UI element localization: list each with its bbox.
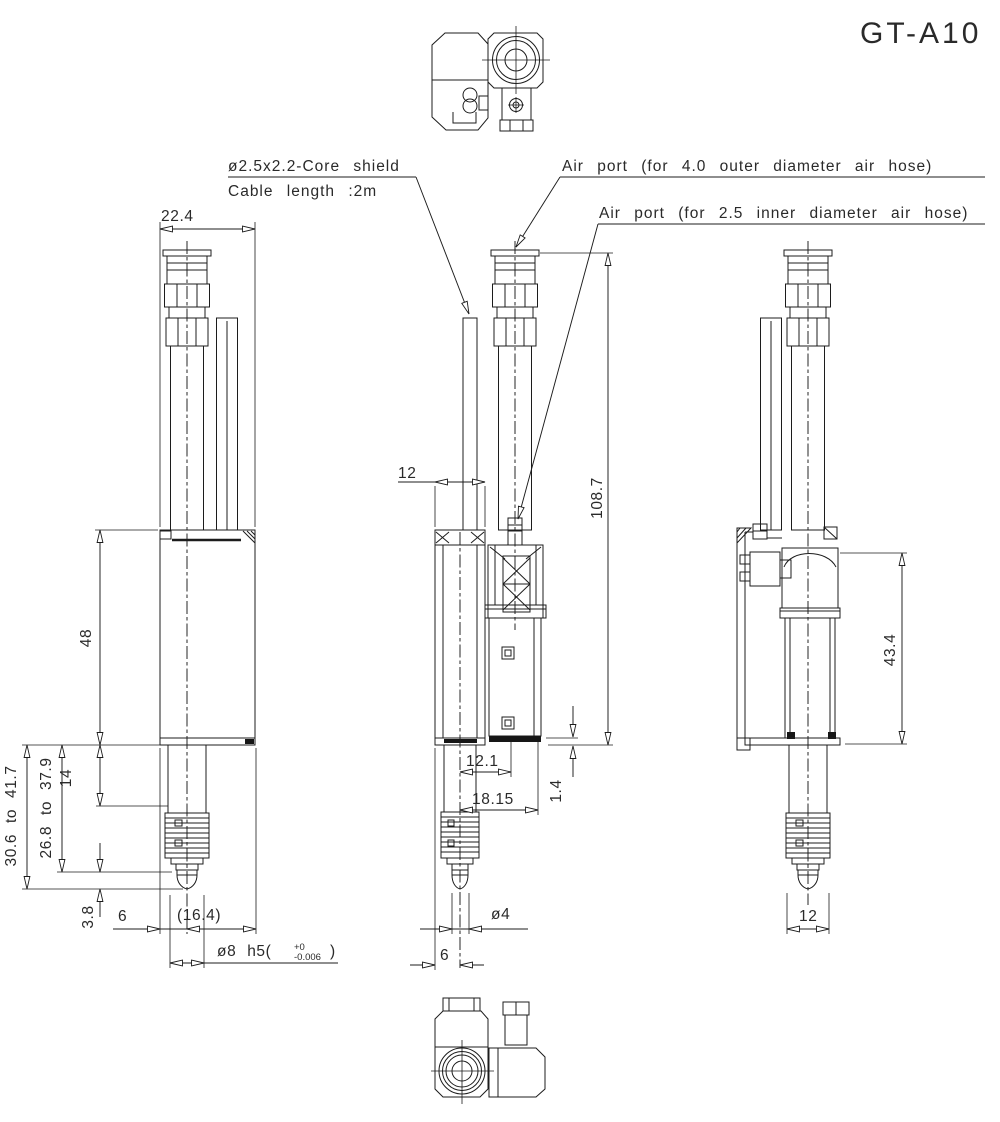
cable [462, 317, 478, 531]
dim-center-to-block-edge: 18.15 [472, 791, 514, 808]
top-bracket [501, 87, 532, 121]
core-shield-callout: ø2.5x2.2-Core shield [228, 158, 400, 175]
top-view [431, 26, 550, 132]
dim-spindle-tol-upper: +0 [294, 942, 305, 953]
dim-stroke-range-outer: 30.6 to 41.7 [3, 765, 20, 866]
air-port-outer-callout: Air port (for 4.0 outer diameter air hos… [562, 158, 932, 175]
side-connector [739, 551, 792, 587]
dim-side-edge-to-center: 6 [440, 947, 449, 964]
dim-right-body-height: 43.4 [882, 634, 899, 667]
cable [216, 317, 238, 531]
dim-stem-length: 14 [58, 769, 75, 787]
dim-center-to-screw: 12.1 [466, 753, 499, 770]
cable-length-callout: Cable length :2m [228, 183, 377, 200]
dim-side-width: 12 [398, 465, 416, 482]
dim-tip-dia: ø4 [491, 906, 510, 923]
body-outline [159, 529, 256, 746]
front-view [434, 241, 547, 968]
dimension-lines [22, 222, 907, 970]
air-port-inner-callout: Air port (for 2.5 inner diameter air hos… [599, 205, 968, 222]
air-unit-block [484, 517, 547, 742]
dim-stroke-range-inner: 26.8 to 37.9 [38, 757, 55, 858]
cable [760, 317, 782, 531]
dim-body-height: 48 [78, 629, 95, 647]
air-port-boss-outline [487, 32, 544, 89]
dim-spindle-dia-prefix: ø8 h5( [217, 943, 272, 960]
right-side-view [736, 241, 841, 905]
dim-body-width: 22.4 [161, 208, 194, 225]
dim-center-to-edge-ref: (16.4) [177, 907, 221, 924]
dim-spindle-tol-lower: -0.006 [294, 952, 321, 963]
dim-right-width: 12 [799, 908, 817, 925]
dim-overall-height: 108.7 [589, 477, 606, 519]
dim-edge-to-center: 6 [118, 908, 127, 925]
leader-lines [228, 176, 985, 520]
dim-plate-thickness: 1.4 [548, 779, 565, 802]
left-side-view [159, 241, 256, 934]
dim-pretravel: 3.8 [80, 905, 97, 928]
bottom-block [488, 1047, 546, 1098]
bottom-view [431, 997, 546, 1104]
dim-spindle-dia-suffix: ) [330, 943, 336, 960]
model-title: GT-A10 [860, 17, 981, 50]
